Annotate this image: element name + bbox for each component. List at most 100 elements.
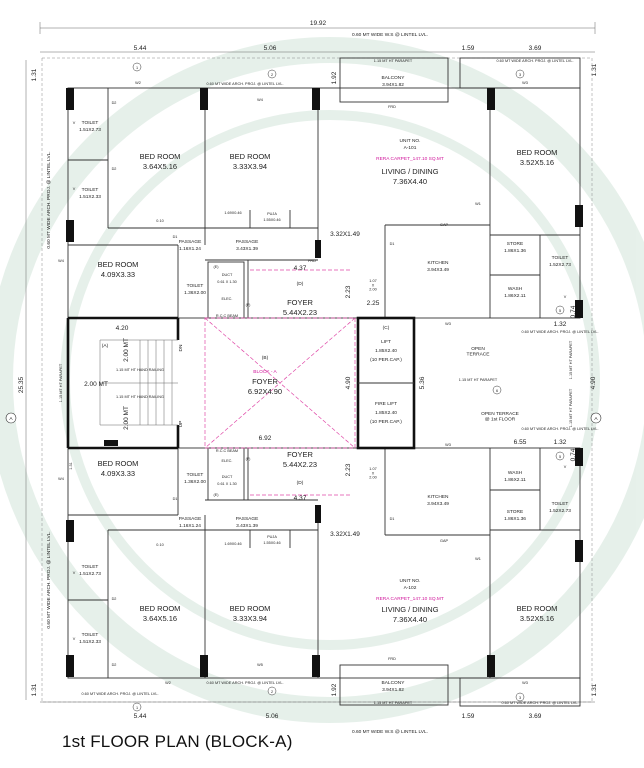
dim-bot-left: 5.44 [134,713,147,720]
grid-6: 6 [496,389,498,393]
room-store-top: STORE [507,241,523,247]
rcbeam-bot: R.C.C BEAM [216,449,238,453]
room-foyer-main: FOYER [252,377,278,386]
v-top-2: V [73,187,76,191]
dim-437-bot: 4.37 [294,495,307,502]
room-foyer-bot: FOYER [287,450,313,459]
room-wash-bot-size: 1.86X2.11 [504,477,526,483]
room-bed-2-size: 3.33X3.94 [233,162,267,171]
dim-top-r2: 3.69 [529,45,542,52]
room-kitchen-bot: KITCHEN [427,494,449,500]
room-toilet-6-size: 1.52X2.73 [549,508,571,514]
unit-label-top: UNIT NO. [400,138,421,144]
room-passage-2: PASSAGE [236,239,259,245]
dn-label: DN [178,344,184,351]
core-labels: 4.20 (A) DN UP 2.00 MT 2.00 MT 2.00 MT 1… [59,325,599,470]
grid-3-top: 3 [519,73,521,77]
room-passage-4-size: 3.43X1.39 [236,523,258,529]
grid-2-bot: 2 [271,690,273,694]
room-fire-lift: FIRE LIFT [375,401,397,407]
d1-bot-1: D1 [173,497,178,501]
open-terrace-1: OPEN TERRACE@ 1st FLOOR [481,411,519,423]
edge-dim-tl: 1.31 [31,68,38,81]
rera-top: RERA CARPET_147.10 SQ.MT [376,156,444,162]
arch-proj-bot-l: 0.60 MT WIDE ARCH. PROJ. @ LINTEL LVL. [82,692,159,696]
ws-bot-note: 0.60 MT WIDE W.S @ LINTEL LVL. [352,729,428,735]
d2-top-2: D2 [112,167,117,171]
lift-capacity: (10 PER.CAP.) [370,357,402,363]
w1-bot: W1 [475,557,481,561]
room-store-bot: STORE [507,509,523,515]
room-passage-1-size: 1.16X1.24 [179,246,201,252]
arch-proj-bot: 0.60 MT WIDE ARCH. PROJ. @ LINTEL LVL. [207,681,284,685]
dim-132-top: 1.32 [554,321,567,328]
dim-074-top: 0.74 [570,305,577,318]
arch-proj-bot-r: 0.60 MT WIDE ARCH. PROJ. @ LINTEL LVL. [502,701,579,705]
room-living-bot-size: 7.36X4.40 [393,615,427,624]
room-bed-8: BED ROOM [517,604,558,613]
grid-2-top: 2 [271,73,273,77]
elec-top: ELEC. [222,297,233,301]
dim-200-a: 2.00 MT [123,338,130,362]
w3-mid-bot: W3 [445,443,451,447]
dim-692: 6.92 [259,435,272,442]
room-toilet-4: TOILET [552,255,569,261]
room-bed-5: BED ROOM [98,459,139,468]
edge-dim-192-bot: 1.92 [331,683,338,696]
d2-bot-1: D2 [112,597,117,601]
room-living-top: LIVING / DINING [381,167,438,176]
room-toilet-6: TOILET [552,501,569,507]
unit-label-bot: UNIT NO. [400,578,421,584]
room-passage-3: PASSAGE [179,516,202,522]
w5-bot: W5 [257,663,263,667]
fire-lift-capacity: (10 PER.CAP.) [370,419,402,425]
room-toilet-7-size: 1.51X2.73 [79,571,101,577]
gap-top: GAP [440,223,448,227]
room-bed-3: BED ROOM [517,148,558,157]
room-balcony-top: BALCONY [382,75,406,81]
frd-bot: FRD [388,657,396,661]
edge-dim-bl: 1.31 [31,683,38,696]
dim-bot-mid: 5.06 [266,713,279,720]
d1-top-2: D1 [390,242,395,246]
dim-200-b: 2.00 MT [84,381,108,388]
dim-536-left: 1.31 [69,462,73,469]
room-lift-size: 1.85X2.40 [375,348,397,354]
room-toilet-1: TOILET [82,120,99,126]
room-toilet-8: TOILET [82,632,99,638]
marker-f-bot: (F) [246,457,252,461]
room-foyer-top: FOYER [287,298,313,307]
room-living-bot: LIVING / DINING [381,605,438,614]
room-passage-2-size: 3.43X1.39 [236,246,258,252]
room-balcony-top-size: 3.94X1.82 [382,82,404,88]
grid-a-right: A [594,416,598,422]
v-bot-2: V [73,637,76,641]
w2-top: W2 [135,81,141,85]
room-bed-4-size: 4.09X3.33 [101,270,135,279]
grid-5-bot: 5 [559,455,561,459]
duct-top-size: 0.61 X 1.30 [217,280,236,284]
room-lift: LIFT [381,339,391,345]
v-bot-1: V [73,571,76,575]
parapet-right-1: 1.15 MT HT PARAPET [569,340,573,379]
ws-top-note: 0.60 MT WIDE W.S @ LINTEL LVL. [352,32,428,38]
room-fire-lift-size: 1.85X2.40 [375,410,397,416]
w2-bot: W2 [165,681,171,685]
room-bed-6: BED ROOM [140,604,181,613]
overall-width-dim: 19.92 [310,20,327,27]
dim-655: 6.55 [514,439,527,446]
arch-proj-right-top: 0.60 MT WIDE ARCH. PROJ. @ LINTEL LVL. [522,330,599,334]
up-label: UP [178,421,184,428]
unit-no-bot: A-102 [404,585,417,591]
room-bed-3-size: 3.52X5.16 [520,158,554,167]
duct-bot-size: 0.61 X 1.30 [217,482,236,486]
room-puja: PUJA [267,212,277,216]
grid-a-left: A [9,416,13,422]
watermark [0,37,644,723]
room-store-top-size: 1.86X1.36 [504,248,526,254]
room-toilet-5: TOILET [187,472,204,478]
dim-437-top: 4.37 [294,265,307,272]
v-top-3: V [564,295,567,299]
edge-dim-tr: 1.31 [591,63,598,76]
